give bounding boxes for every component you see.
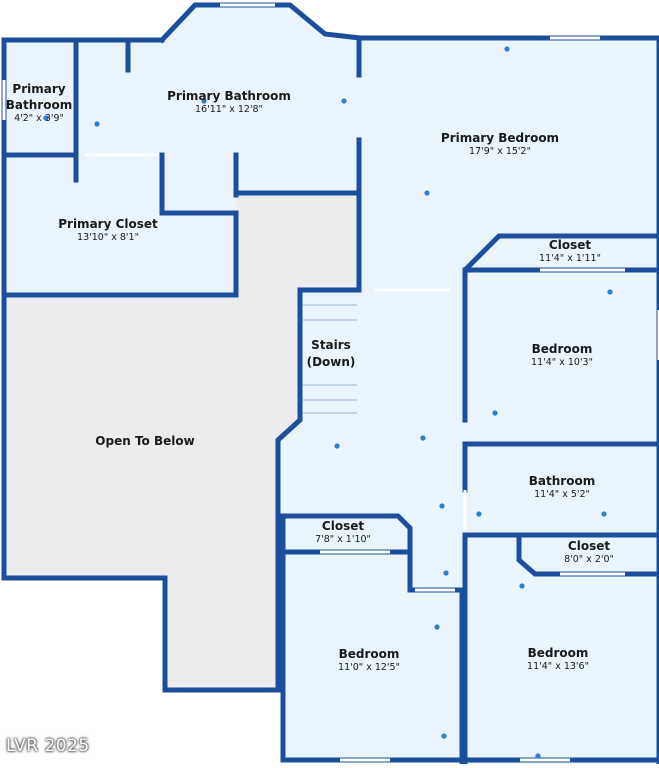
room-name: Bedroom	[338, 647, 400, 661]
wall-primary-bath-bottom	[1, 152, 239, 298]
room-dims: 16'11" x 12'8"	[195, 104, 263, 115]
room-name: Bedroom	[531, 342, 593, 356]
wall-closet-upper	[462, 233, 659, 293]
watermark: LVR 2025	[6, 736, 90, 756]
room-dims: 11'4" x 5'2"	[534, 489, 590, 500]
room-label-primary-bedroom: Primary Bedroom 17'9" x 15'2"	[441, 131, 559, 158]
room-dims: 11'0" x 12'5"	[338, 662, 400, 673]
room-dims: 7'8" x 1'10"	[315, 534, 371, 545]
room-label-bedroom-bottom-left: Bedroom 11'0" x 12'5"	[338, 647, 400, 674]
room-name: Primary Closet	[58, 217, 158, 231]
room-dims: 8'0" x 2'0"	[564, 554, 614, 565]
marker-dot	[43, 115, 49, 121]
windows	[2, 3, 659, 762]
marker-dot	[424, 190, 430, 196]
room-name: Bedroom	[527, 646, 589, 660]
marker-dot	[535, 753, 541, 759]
outer-wall-bay	[158, 2, 659, 44]
open-to-below-fill	[4, 195, 359, 690]
room-dims: 4'2" x 3'9"	[14, 113, 64, 125]
room-label-primary-closet: Primary Closet 13'10" x 8'1"	[58, 217, 158, 244]
marker-dot	[341, 98, 347, 104]
marker-dot	[441, 733, 447, 739]
outer-wall-top-left	[1, 37, 165, 298]
room-name: Primary Bedroom	[440, 131, 560, 145]
room-name: Closet	[548, 238, 592, 252]
room-name: Bathroom	[528, 474, 596, 488]
marker-dot	[420, 435, 426, 441]
room-dims: 11'4" x 10'3"	[531, 357, 593, 368]
room-name: Stairs (Down)	[306, 338, 356, 369]
stair-treads	[303, 304, 357, 414]
room-name: Primary Bathroom	[167, 89, 291, 103]
room-name: Primary Bathroom	[5, 82, 73, 113]
room-name: Closet	[321, 519, 365, 533]
room-dims: 17'9" x 15'2"	[469, 146, 531, 157]
room-dims: 13'10" x 8'1"	[77, 232, 139, 243]
room-label-primary-bathroom-small: Primary Bathroom 4'2" x 3'9"	[6, 81, 72, 125]
room-label-closet-lower-right: Closet 8'0" x 2'0"	[564, 539, 614, 566]
room-dims: 11'4" x 1'11"	[539, 253, 601, 264]
room-label-closet-left: Closet 7'8" x 1'10"	[315, 519, 371, 546]
wall-stairs	[162, 287, 362, 693]
room-label-bathroom: Bathroom 11'4" x 5'2"	[529, 474, 595, 501]
marker-dot	[439, 503, 445, 509]
room-name: Closet	[567, 539, 611, 553]
marker-dots	[43, 46, 613, 759]
marker-dot	[504, 46, 510, 52]
room-label-stairs: Stairs (Down)	[307, 337, 356, 371]
room-name: Open To Below	[95, 434, 195, 448]
room-label-open-to-below: Open To Below	[95, 434, 194, 449]
room-label-bedroom-right: Bedroom 11'4" x 10'3"	[531, 342, 593, 369]
marker-dot	[334, 443, 340, 449]
wall-left-lower	[1, 292, 168, 581]
marker-dot	[601, 511, 607, 517]
marker-dot	[476, 511, 482, 517]
marker-dot	[519, 583, 525, 589]
marker-dot	[201, 98, 207, 104]
marker-dot	[492, 410, 498, 416]
room-dims: 11'4" x 13'6"	[527, 661, 589, 672]
marker-dot	[434, 624, 440, 630]
marker-dot	[607, 289, 613, 295]
marker-dot	[94, 121, 100, 127]
room-label-primary-bathroom: Primary Bathroom 16'11" x 12'8"	[167, 89, 291, 116]
room-label-bedroom-bottom-right: Bedroom 11'4" x 13'6"	[527, 646, 589, 673]
marker-dot	[443, 570, 449, 576]
room-label-closet-upper-right: Closet 11'4" x 1'11"	[539, 238, 601, 265]
